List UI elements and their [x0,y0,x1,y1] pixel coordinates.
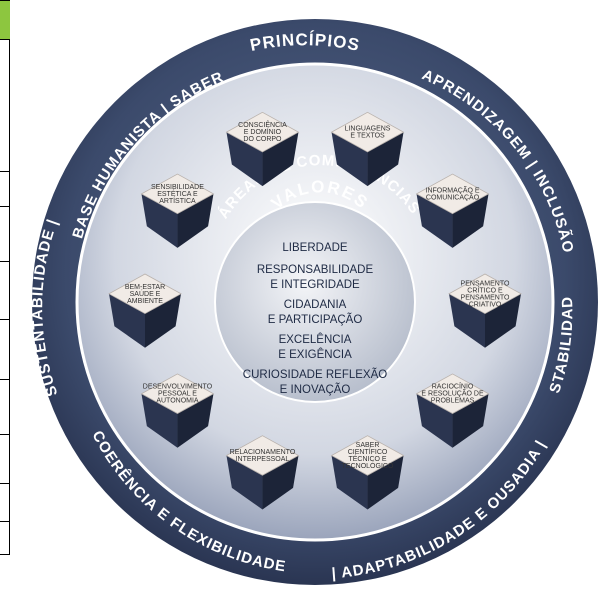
cube-left-face [449,293,485,348]
cube-right-face [145,293,181,348]
cube-label-line: PENSAMENTO [461,294,510,301]
cube-top-face [140,173,215,215]
cube-label-line: INTERPESSOAL [236,456,290,463]
cube-label-line: RACIOCÍNIO [432,382,474,391]
cube-label-line: RELACIONAMENTO [230,449,296,456]
cube-right-face [452,193,489,248]
cube-right-face [485,293,521,348]
cube-label-line: SABER [356,442,380,449]
cube-label-line: BEM-ESTAR [125,284,165,291]
cube-right-face [262,132,299,187]
cube-top-face [225,435,300,476]
value-item: CURIOSIDADE REFLEXÃO [243,368,387,381]
cube-left-face [416,393,453,448]
table-rule [0,521,10,522]
table-header-cell [0,1,10,40]
table-rule [0,379,10,380]
table-rule [0,483,10,484]
cube-top-face [415,173,490,215]
cube-label-line: AUTONOMIA [156,398,199,405]
value-item: E INTEGRIDADE [270,279,360,291]
cube-top-face [225,111,300,153]
cube-left-face [141,393,178,448]
cube-top-face [108,273,182,315]
cube-left-face [141,193,178,248]
cube-label-line: INFORMAÇÃO E [426,185,480,194]
cube-top-face [330,111,405,153]
cube-label-line: SENSIBILIDADE [151,184,204,191]
cube-left-face [226,455,263,510]
cube-label-line: ARTÍSTICA [159,196,196,205]
cube-label-line: E TEXTOS [350,133,385,140]
cube-label-line: TÉCNICO E [348,454,386,463]
values-list: LIBERDADE RESPONSABILIDADE E INTEGRIDADE… [243,242,387,396]
table-rule [0,434,10,435]
cube-label-line: E DOMÍNIO [244,127,282,136]
cube-label-line: CIENTÍFICO [348,447,388,456]
cube-label-line: CONSCIÊNCIA [238,120,287,129]
cube-right-face [452,393,489,448]
cube-right-face [367,455,404,510]
value-item: E PARTICIPAÇÃO [268,313,363,326]
cube-right-face [367,132,404,187]
cube-right-face [177,193,214,248]
cube-top-face [415,373,490,414]
cube-label-line: AMBIENTE [127,298,163,305]
cube-label-line: E RESOLUÇÃO DE [421,389,484,398]
value-item: RESPONSABILIDADE [257,264,374,276]
cube-label-line: LINGUAGENS [345,126,391,133]
cube-label-line: PENSAMENTO [461,280,510,287]
cube-right-face [177,393,214,448]
table-rule [0,206,10,207]
cube-label-line: CRÍTICO E [467,285,503,294]
cube-label-line: DESENVOLVIMENTO [143,384,213,391]
table-rule [0,171,10,172]
table-rule [0,319,10,320]
cube-left-face [331,132,368,187]
cube-top-face [448,273,522,315]
value-item: E EXIGÊNCIA [278,348,352,361]
value-item: EXCELÊNCIA [279,333,352,346]
value-item: E INOVAÇÃO [280,383,351,396]
cube-label-line: COMUNICAÇÃO [426,192,480,201]
cube-label-line: PESSOAL E [158,391,197,398]
cube-label-line: SAÚDE E [130,289,161,298]
left-table-fragment [0,0,10,555]
cube-label-line: DO CORPO [243,136,282,143]
cube-left-face [331,455,368,510]
cube-top-face [330,435,405,476]
cube-label-line: ESTÉTICA E [157,189,198,198]
cube-left-face [109,293,145,348]
cube-right-face [262,455,299,510]
cube-label-line: CRIATIVO [469,301,502,308]
cube-left-face [416,193,453,248]
cube-left-face [226,132,263,187]
table-rule [0,261,10,262]
cube-label-line: PROBLEMAS [431,398,475,405]
values-disc [214,201,416,403]
cube-top-face [140,373,215,414]
value-item: LIBERDADE [282,242,348,254]
value-item: CIDADANIA [284,299,347,311]
cube-label-line: TECNOLÓGICO [342,461,394,470]
